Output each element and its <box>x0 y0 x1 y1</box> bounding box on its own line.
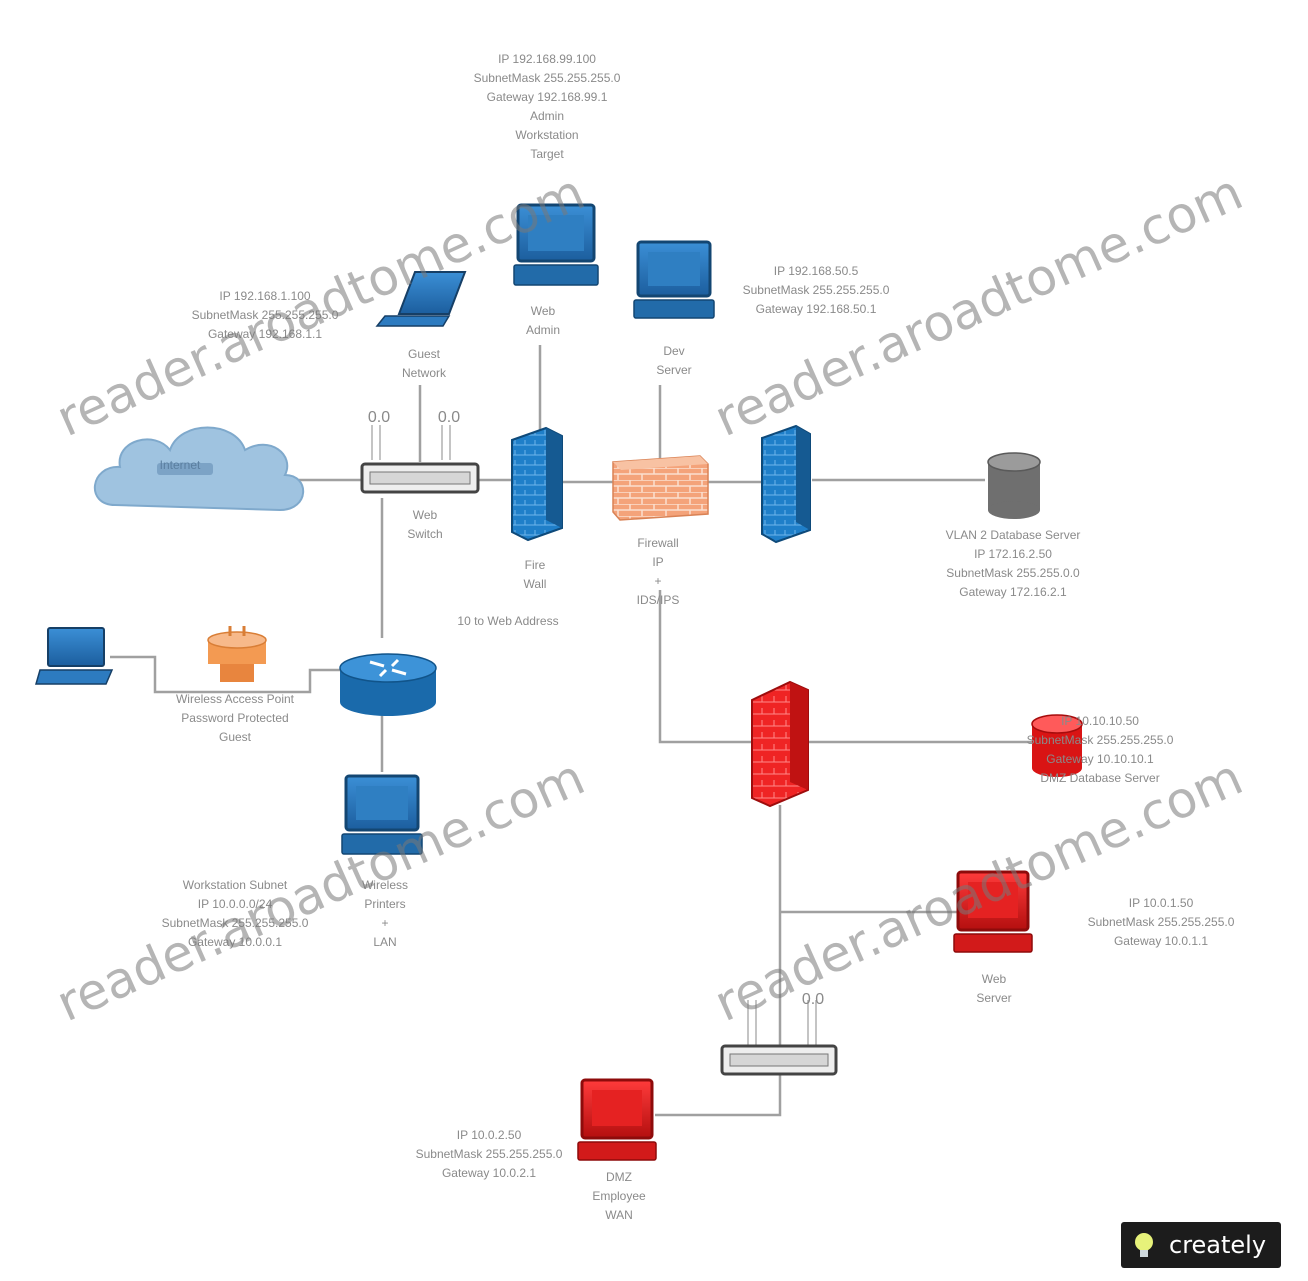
firewall-label: Fire Wall <box>523 558 547 591</box>
laptop-router-line <box>110 655 340 694</box>
web-server-note: IP 10.0.1.50 SubnetMask 255.255.255.0 Ga… <box>1087 896 1235 948</box>
workstation-note: Workstation Subnet IP 10.0.0.0/24 Subnet… <box>161 878 309 949</box>
internet-label: Internet <box>159 458 201 472</box>
switch-label: Web Switch <box>407 508 443 541</box>
cloud-icon <box>93 426 305 512</box>
laptop-icon <box>375 271 467 327</box>
database-icon <box>987 452 1041 519</box>
guest-network-label: Guest Network <box>401 347 446 380</box>
edge-label: 10 to Web Address <box>457 614 559 628</box>
computer-icon <box>633 240 715 319</box>
switch-employee-line <box>655 1075 782 1117</box>
access-point-icon <box>207 626 267 682</box>
employee-label: DMZ Employee WAN <box>592 1170 646 1222</box>
brick-firewall-icon <box>612 455 709 521</box>
brick-firewall-label: Firewall IP + IDS/IPS <box>636 536 680 607</box>
firewall-icon <box>761 424 811 544</box>
red-database-icon <box>1031 714 1083 777</box>
admin-label: Web Admin <box>525 304 560 337</box>
access-point-note: Wireless Access Point Password Protected… <box>175 692 295 744</box>
port-mark: 0.0 <box>437 409 461 426</box>
red-firewall-icon <box>751 680 809 808</box>
dev-server-label: Dev Server <box>656 344 692 377</box>
database-note: VLAN 2 Database Server IP 172.16.2.50 Su… <box>945 528 1081 599</box>
creately-brand: creately <box>1169 1231 1267 1259</box>
red-computer-icon <box>953 870 1033 953</box>
computer-icon <box>341 774 423 855</box>
switch-icon <box>360 462 480 494</box>
port-mark: 0.0 <box>801 991 825 1008</box>
admin-workstation-note: IP 192.168.99.100 SubnetMask 255.255.255… <box>473 52 621 161</box>
port-marks <box>371 425 817 1045</box>
computer-icon <box>513 203 599 286</box>
switch-icon <box>720 1044 838 1076</box>
lightbulb-icon <box>1135 1233 1153 1257</box>
connection-lines <box>110 345 1032 1117</box>
port-mark: 0.0 <box>367 409 391 426</box>
employee-note: IP 10.0.2.50 SubnetMask 255.255.255.0 Ga… <box>415 1128 563 1180</box>
router-icon <box>339 653 437 716</box>
laptop-icon <box>35 627 114 685</box>
web-server-label: Web Server <box>976 972 1012 1005</box>
guest-network-note: IP 192.168.1.100 SubnetMask 255.255.255.… <box>191 289 339 341</box>
dev-server-note: IP 192.168.50.5 SubnetMask 255.255.255.0… <box>742 264 890 316</box>
firewall-icon <box>511 426 563 542</box>
brick-redfw-line <box>658 590 752 744</box>
workstation-label: Wireless Printers + LAN <box>361 878 408 949</box>
red-database-note: IP 10.10.10.50 SubnetMask 255.255.255.0 … <box>1026 714 1174 785</box>
creately-badge: creately <box>1121 1222 1281 1268</box>
red-computer-icon <box>577 1078 657 1161</box>
